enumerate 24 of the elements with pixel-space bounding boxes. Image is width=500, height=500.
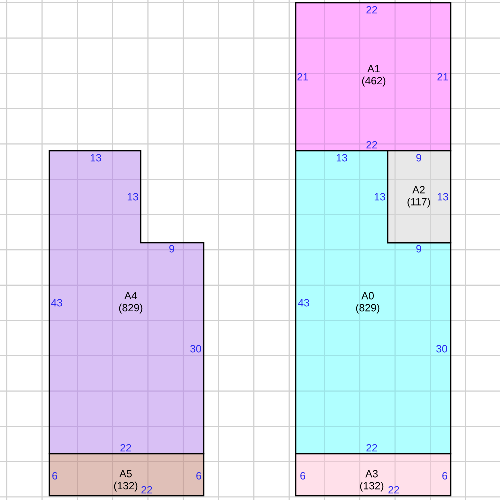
dimension-label: 9 [416,245,422,253]
dimension-label: 6 [196,472,202,480]
dimension-label: 21 [298,73,308,81]
dimension-label: 9 [416,154,422,162]
dimension-label: 13 [336,154,348,162]
dimension-label: 22 [366,444,378,452]
dimension-label: 22 [366,141,378,149]
dimension-label: 13 [90,154,102,162]
dimension-label: 43 [298,299,310,307]
dimension-label: 6 [300,472,306,480]
dimension-label: 30 [190,345,202,353]
dimension-label: 13 [438,193,448,201]
dimension-label: 13 [374,193,386,201]
dimension-label: 22 [366,6,378,14]
dimension-label: 13 [128,193,138,201]
dimension-label: 9 [170,245,174,253]
dimension-label: 22 [388,486,400,494]
dimension-label: 43 [51,299,62,307]
dimension-label: 22 [120,444,132,452]
dimension-label: 21 [438,73,448,81]
dimension-label: 30 [436,345,448,353]
dimension-label: 22 [142,486,152,494]
dimension-label: 6 [442,472,448,480]
dimension-label: 6 [52,472,58,480]
